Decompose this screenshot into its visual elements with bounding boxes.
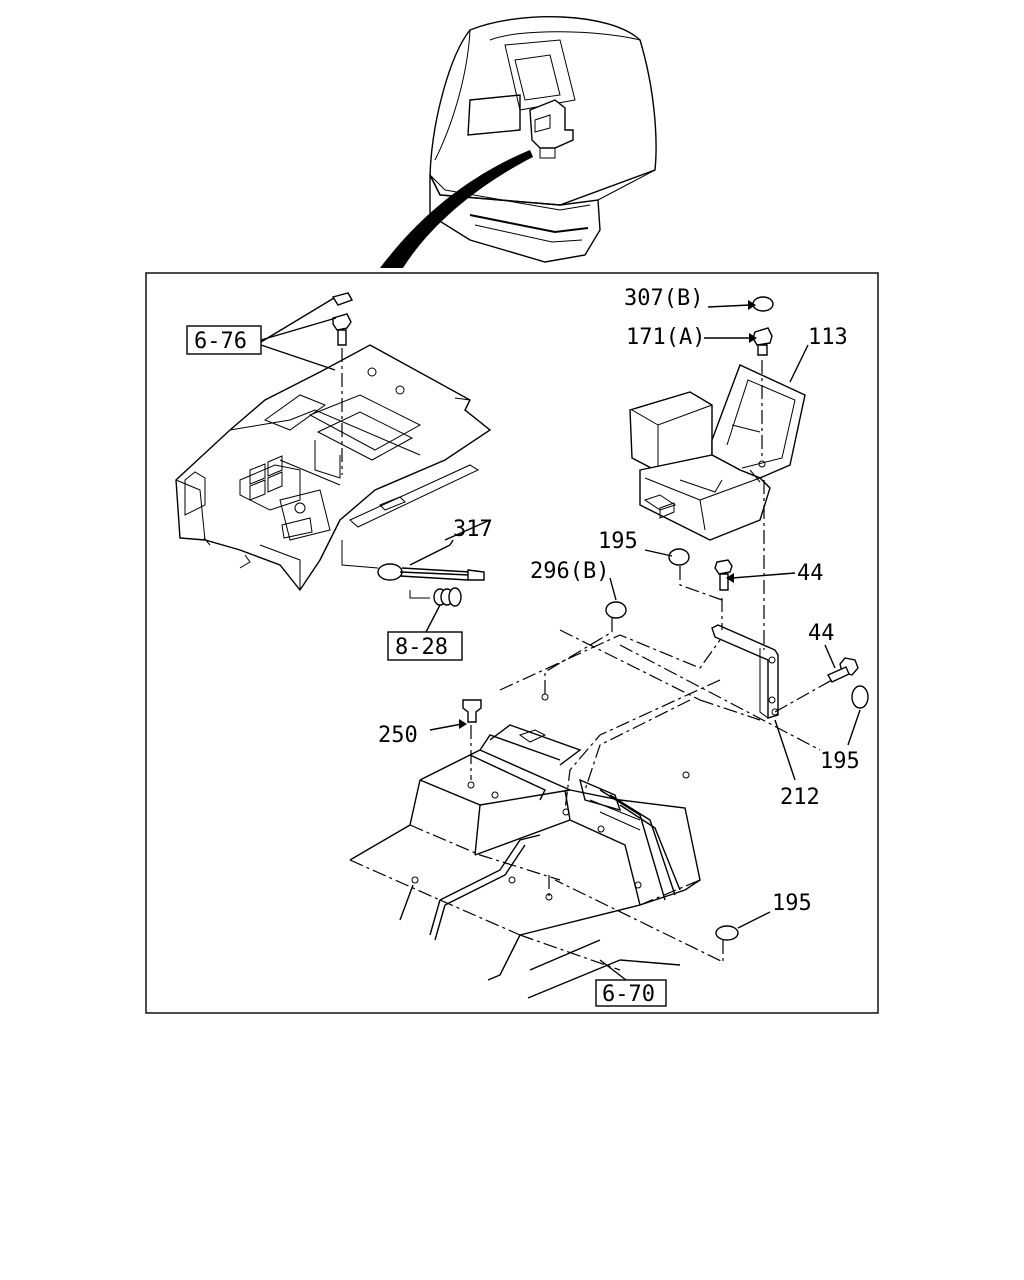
bracket-assembly (629, 364, 806, 541)
grommet (409, 587, 462, 633)
callout-171a: 171(A) (626, 325, 705, 350)
washer-195-right (851, 685, 869, 709)
washer-195-lower (715, 925, 739, 941)
console-screw (331, 292, 354, 475)
bolt-44-lower (774, 657, 859, 713)
detail-frame (145, 272, 879, 1014)
ref-label-6-70: 6-70 (602, 982, 655, 1007)
callout-44-lower: 44 (808, 621, 835, 646)
cab-overview-illustration (429, 16, 657, 263)
callout-44-upper: 44 (797, 561, 824, 586)
washer-195-upper (668, 548, 690, 566)
wire-harness (341, 519, 491, 581)
clip-250 (462, 699, 482, 780)
ref-label-8-28: 8-28 (395, 635, 448, 660)
console-assembly (175, 344, 492, 592)
ref-box-6-70 (595, 979, 667, 1007)
callout-195-upper: 195 (598, 529, 638, 554)
callout-195-right: 195 (820, 749, 860, 774)
callout-113: 113 (808, 325, 848, 350)
callout-307b: 307(B) (624, 286, 703, 311)
ref-label-6-76: 6-76 (194, 329, 247, 354)
bolt-44-upper (714, 559, 733, 591)
leader-lines (429, 304, 861, 929)
callout-212: 212 (780, 785, 820, 810)
callout-296b: 296(B) (530, 559, 609, 584)
grommet-296b (605, 601, 627, 619)
bracket-212 (711, 480, 779, 719)
floor-structure (349, 629, 821, 999)
ref-box-8-28 (387, 631, 463, 661)
pointer-arrow (380, 150, 533, 268)
callout-250: 250 (378, 723, 418, 748)
callout-195-lower: 195 (772, 891, 812, 916)
callout-317: 317 (453, 517, 493, 542)
